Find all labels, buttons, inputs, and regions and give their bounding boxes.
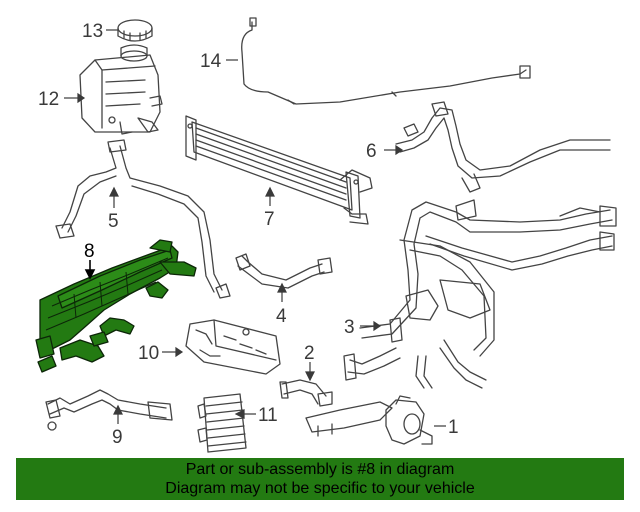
- callout-8-highlighted: 8: [84, 241, 95, 262]
- part-10-control-module: [185, 319, 281, 375]
- callout-4: 4: [276, 306, 287, 327]
- callout-11: 11: [258, 405, 278, 426]
- banner-line-1: Part or sub-assembly is #8 in diagram: [185, 461, 455, 478]
- callout-7: 7: [264, 209, 275, 230]
- part-2-hose: [279, 379, 333, 407]
- leader-line-8: [84, 260, 96, 280]
- part-3-line-assembly: [343, 199, 617, 389]
- part-12-coolant-reservoir: [79, 44, 163, 135]
- banner-line-2: Diagram may not be specific to your vehi…: [165, 480, 475, 497]
- info-banner: Part or sub-assembly is #8 in diagram Di…: [16, 458, 624, 500]
- part-1-pump: [305, 395, 433, 445]
- callout-9: 9: [112, 427, 123, 448]
- part-4-hose: [235, 253, 333, 289]
- callout-3: 3: [344, 317, 355, 338]
- callout-13: 13: [82, 21, 103, 42]
- part-6-hose: [395, 101, 611, 193]
- part-7-radiator: [185, 115, 373, 225]
- callout-10: 10: [138, 343, 159, 364]
- part-9-coolant-line: [45, 389, 173, 431]
- part-8-detail-lines: [45, 257, 169, 331]
- part-13-reservoir-cap: [117, 19, 153, 42]
- callout-5: 5: [108, 211, 119, 232]
- part-5-hose: [55, 139, 231, 299]
- callout-14: 14: [200, 51, 222, 72]
- callout-6: 6: [366, 141, 377, 162]
- leader-lines: [64, 29, 446, 427]
- callout-12: 12: [38, 89, 59, 110]
- part-14-coolant-line: [241, 17, 531, 105]
- part-11-cooler: [197, 393, 247, 453]
- callout-2: 2: [304, 343, 315, 364]
- callout-1: 1: [448, 417, 459, 438]
- part-8-coolant-harness-highlighted: [35, 239, 197, 373]
